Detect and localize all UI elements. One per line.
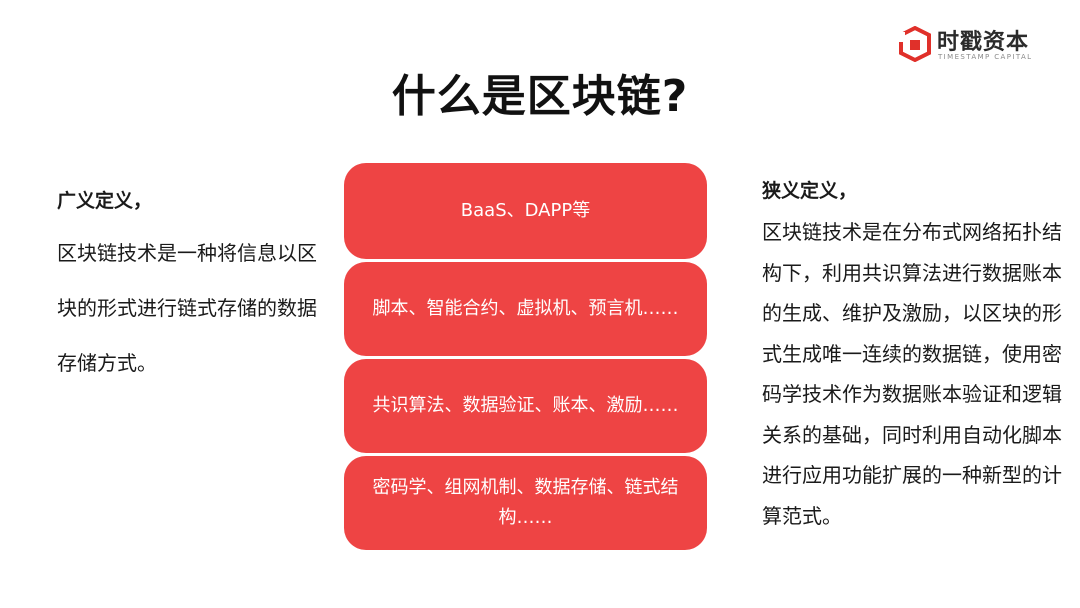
narrow-definition-heading: 狭义定义， [762, 180, 858, 202]
layer-application-label: BaaS、DAPP等 [460, 200, 591, 221]
layer-contract-label: 脚本、智能合约、虚拟机、预言机…… [372, 298, 679, 319]
logo-name-cn: 时戳资本 [937, 30, 1030, 55]
broad-definition-body: 区块链技术是一种将信息以区块的形式进行链式存储的数据存储方式。 [57, 241, 317, 375]
logo-name-en: TIMESTAMP CAPITAL [938, 53, 1033, 61]
layer-application: BaaS、DAPP等 [344, 163, 707, 259]
broad-definition-heading: 广义定义， [57, 190, 153, 212]
layer-consensus-label: 共识算法、数据验证、账本、激励…… [372, 395, 679, 416]
blockchain-layer-stack: BaaS、DAPP等 脚本、智能合约、虚拟机、预言机…… 共识算法、数据验证、账… [344, 163, 707, 550]
timestamp-capital-logo-icon [899, 26, 931, 62]
layer-data-label: 密码学、组网机制、数据存储、链式结构…… [372, 477, 679, 528]
layer-contract: 脚本、智能合约、虚拟机、预言机…… [344, 262, 707, 356]
layer-consensus: 共识算法、数据验证、账本、激励…… [344, 359, 707, 453]
page-title: 什么是区块链? [391, 71, 689, 122]
layer-data: 密码学、组网机制、数据存储、链式结构…… [344, 456, 707, 550]
logo: 时戳资本 TIMESTAMP CAPITAL [897, 24, 1057, 68]
narrow-definition: 狭义定义， 区块链技术是在分布式网络拓扑结构下，利用共识算法进行数据账本的生成、… [762, 176, 1062, 536]
broad-definition: 广义定义， 区块链技术是一种将信息以区块的形式进行链式存储的数据存储方式。 [57, 186, 327, 391]
narrow-definition-body: 区块链技术是在分布式网络拓扑结构下，利用共识算法进行数据账本的生成、维护及激励，… [762, 220, 1062, 528]
